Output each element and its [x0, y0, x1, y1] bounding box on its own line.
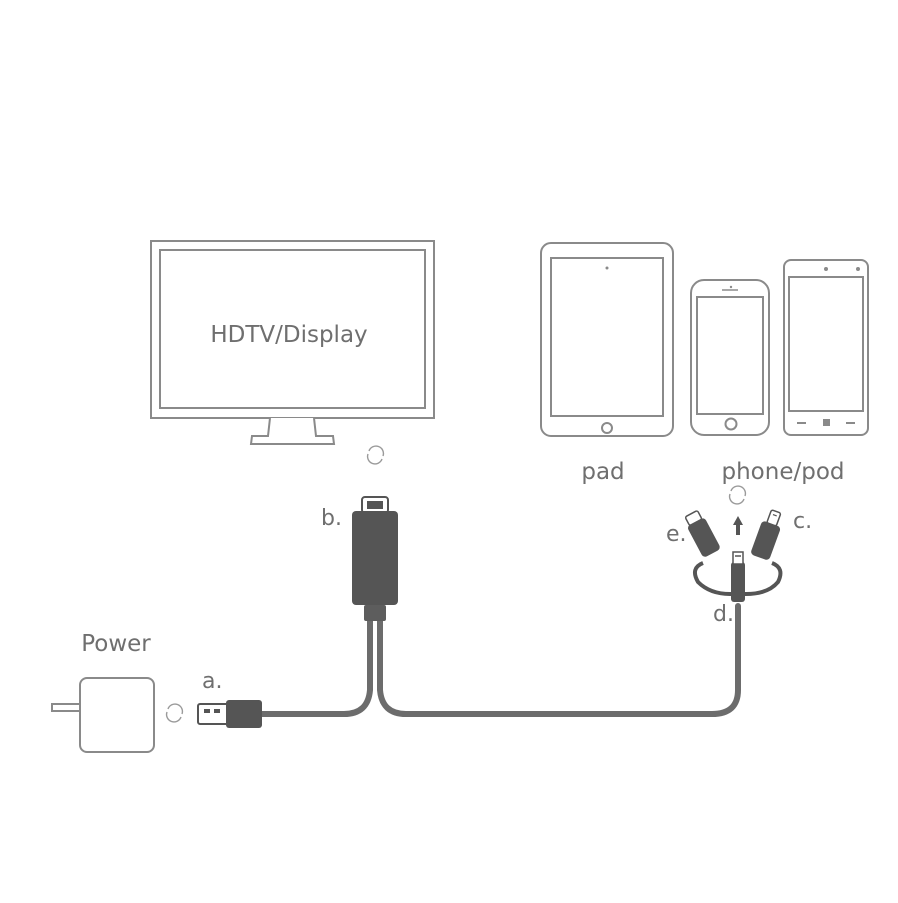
iphone-icon	[690, 279, 770, 436]
label-d: d.	[713, 602, 734, 627]
label-c: c.	[793, 509, 812, 534]
tablet-icon	[540, 242, 674, 437]
pad-label: pad	[581, 459, 624, 485]
hdmi-plug-icon	[352, 496, 398, 621]
connect-cycle-icon	[728, 485, 747, 505]
power-label: Power	[81, 631, 151, 657]
tv-label: HDTV/Display	[210, 322, 367, 348]
android-phone-icon	[783, 259, 869, 436]
cable	[259, 603, 741, 717]
usb-c-plug-icon	[684, 510, 720, 557]
label-b: b.	[321, 506, 342, 531]
phone-pod-label: phone/pod	[722, 459, 845, 485]
micro-usb-plug-icon	[732, 551, 744, 565]
tv-icon	[150, 240, 435, 445]
tip-carrier	[692, 561, 783, 602]
power-adapter-icon	[51, 677, 155, 753]
label-a: a.	[202, 669, 222, 694]
arrow-up-icon	[733, 516, 743, 535]
label-e: e.	[666, 522, 687, 547]
usb-a-plug-icon	[197, 700, 262, 728]
connect-cycle-icon	[165, 703, 184, 723]
lightning-plug-icon	[751, 509, 782, 560]
connect-cycle-icon	[366, 445, 385, 465]
